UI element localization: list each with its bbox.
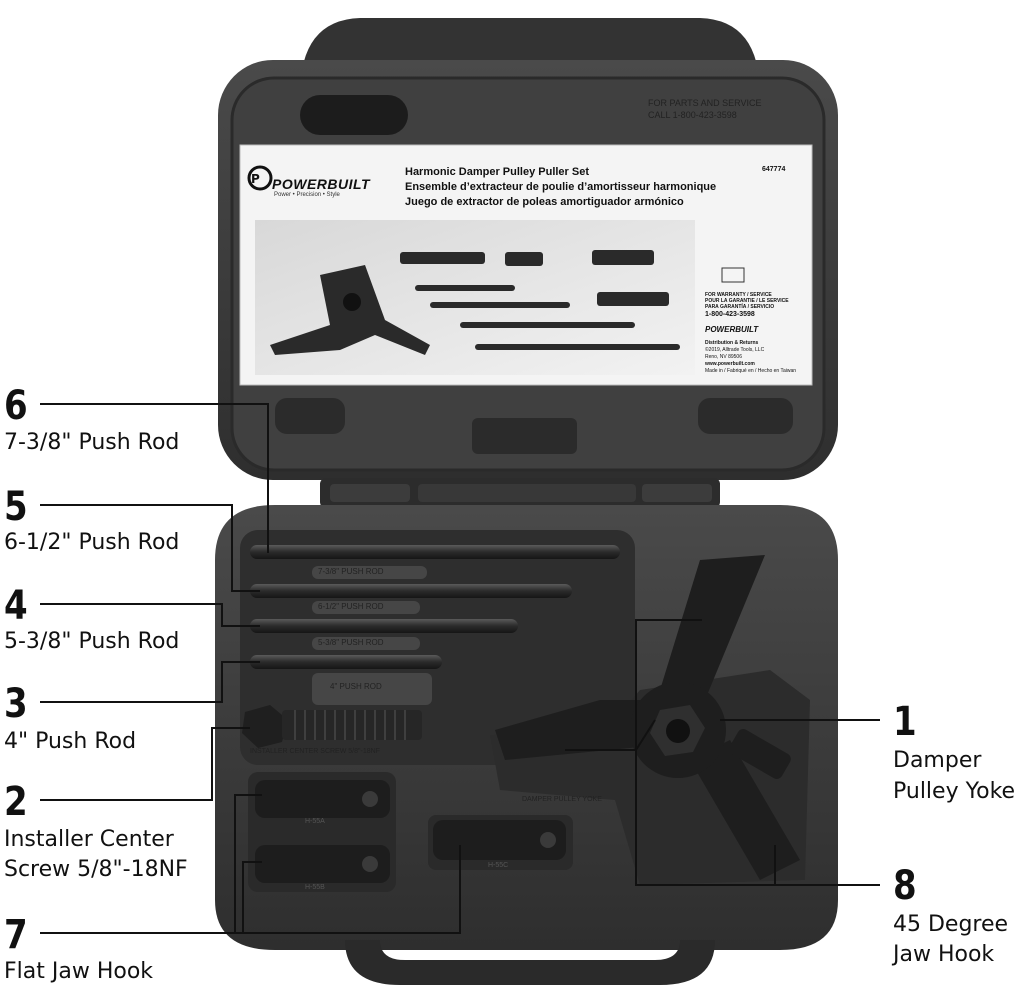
push-rods bbox=[250, 545, 620, 705]
engraving-screw: INSTALLER CENTER SCREW 5/8"-18NF bbox=[250, 748, 380, 755]
callout-caption-4: 5-3/8" Push Rod bbox=[4, 629, 180, 654]
label-website: www.powerbuilt.com bbox=[705, 361, 755, 367]
callout-caption-8-line2: Jaw Hook bbox=[893, 942, 995, 967]
label-title-fr: Ensemble d’extracteur de poulie d’amorti… bbox=[405, 181, 717, 193]
callout-caption-1-line2: Pulley Yoke bbox=[893, 779, 1016, 804]
engraving-hook-c: H-55C bbox=[488, 862, 509, 869]
label-brand-small: POWERBUILT bbox=[705, 325, 759, 334]
label-brand: POWERBUILT bbox=[272, 176, 371, 192]
callout-number-8: 8 bbox=[893, 863, 917, 909]
callout-number-2: 2 bbox=[4, 779, 28, 825]
label-warranty-fr: POUR LA GARANTIE / LE SERVICE bbox=[705, 298, 789, 304]
label-warranty-phone: 1-800-423-3598 bbox=[705, 311, 755, 318]
label-photo-tools bbox=[270, 250, 680, 355]
damper-pulley-yoke[interactable] bbox=[495, 555, 800, 880]
callout-number-4: 4 bbox=[4, 583, 28, 629]
callout-caption-3: 4" Push Rod bbox=[4, 729, 137, 754]
lid-embossed-line1: FOR PARTS AND SERVICE bbox=[648, 98, 762, 108]
engraving-yoke: DAMPER PULLEY YOKE bbox=[522, 796, 602, 803]
base-handle[interactable] bbox=[345, 940, 715, 985]
lid-embossed-line2: CALL 1-800-423-3598 bbox=[648, 110, 737, 120]
lid-handle[interactable] bbox=[300, 18, 760, 95]
callout-number-6: 6 bbox=[4, 383, 28, 429]
engraving-rod-738: 7-3/8" PUSH ROD bbox=[318, 567, 384, 576]
powerbuilt-logo bbox=[247, 165, 273, 191]
callout-number-7: 7 bbox=[4, 912, 28, 958]
engraving-hook-b: H-55B bbox=[305, 884, 325, 891]
push-rod-4[interactable] bbox=[250, 655, 442, 669]
push-rod-7-3-8[interactable] bbox=[250, 545, 620, 559]
label-distribution: Distribution & Returns bbox=[705, 340, 759, 346]
flat-jaw-hooks[interactable] bbox=[255, 780, 566, 883]
label-title-en: Harmonic Damper Pulley Puller Set bbox=[405, 166, 590, 178]
label-copyright: ©2019, Alltrade Tools, LLC bbox=[705, 347, 765, 353]
engraving-rod-538: 5-3/8" PUSH ROD bbox=[318, 638, 384, 647]
callout-caption-1-line1: Damper bbox=[893, 748, 982, 773]
push-rod-6-1-2[interactable] bbox=[250, 584, 572, 598]
engraving-hook-a: H-55A bbox=[305, 818, 325, 825]
callout-caption-5: 6-1/2" Push Rod bbox=[4, 530, 180, 555]
callout-number-3: 3 bbox=[4, 681, 28, 727]
push-rod-5-3-8[interactable] bbox=[250, 619, 518, 633]
label-warranty-heading: FOR WARRANTY / SERVICE bbox=[705, 292, 772, 298]
svg-text:P: P bbox=[251, 172, 260, 186]
label-city: Reno, NV 89506 bbox=[705, 354, 742, 360]
label-warranty-es: PARA GARANTÍA / SERVICIO bbox=[705, 304, 775, 310]
label-made-in: Made in / Fabriqué en / Hecho en Taiwan bbox=[705, 368, 797, 374]
callout-caption-2-line2: Screw 5/8"-18NF bbox=[4, 857, 188, 882]
callout-caption-6: 7-3/8" Push Rod bbox=[4, 430, 180, 455]
label-title-es: Juego de extractor de poleas amortiguado… bbox=[405, 196, 684, 208]
callout-caption-2-line1: Installer Center bbox=[4, 827, 174, 852]
callout-number-5: 5 bbox=[4, 484, 28, 530]
callout-number-1: 1 bbox=[893, 699, 917, 745]
callout-leader-lines bbox=[40, 403, 880, 934]
label-brand-tagline: Power • Precision • Style bbox=[274, 192, 340, 198]
installer-center-screw[interactable] bbox=[242, 705, 422, 748]
engraving-rod-4: 4" PUSH ROD bbox=[330, 682, 382, 691]
callout-caption-8-line1: 45 Degree bbox=[893, 912, 1009, 937]
label-part-number: 647774 bbox=[762, 166, 786, 173]
callout-caption-7: Flat Jaw Hook bbox=[4, 959, 154, 984]
case-lid: P bbox=[218, 18, 838, 480]
case-hinge bbox=[320, 478, 720, 508]
engraving-rod-612: 6-1/2" PUSH ROD bbox=[318, 602, 384, 611]
